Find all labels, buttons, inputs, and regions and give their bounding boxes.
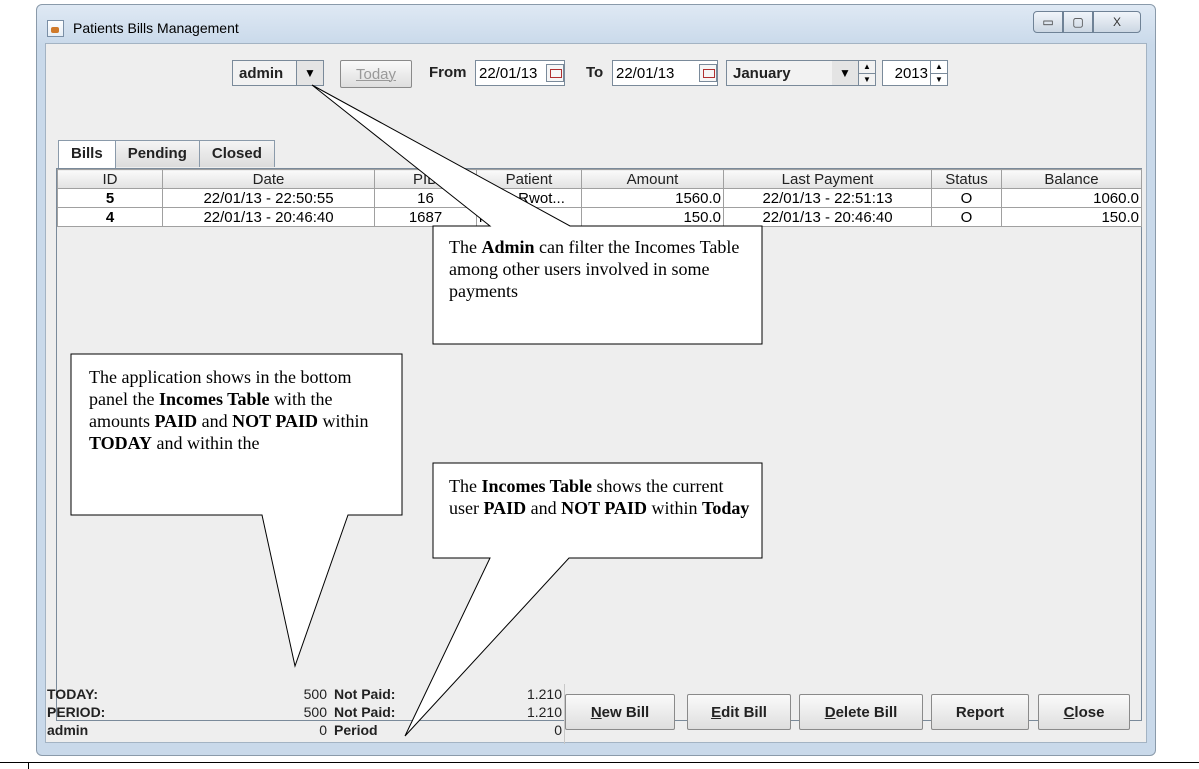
summary-not-paid: 0 [554, 722, 562, 738]
from-date-value: 22/01/13 [479, 64, 538, 82]
cell-status: O [931, 207, 1002, 227]
spin-down-icon[interactable]: ▼ [935, 74, 943, 84]
spin-down-icon[interactable]: ▼ [863, 74, 871, 84]
to-label: To [586, 64, 604, 81]
cell-amount: 1560.0 [581, 188, 724, 208]
to-date-field[interactable]: 22/01/13 [612, 60, 718, 86]
close-button[interactable]: Close [1038, 694, 1130, 730]
page-bottom-rule [0, 762, 1199, 763]
edit-bill-button[interactable]: Edit Bill [687, 694, 791, 730]
today-button[interactable]: Today [340, 60, 412, 88]
column-header[interactable]: Patient [476, 169, 582, 189]
column-header[interactable]: Status [931, 169, 1002, 189]
summary-label: TODAY: [47, 686, 99, 702]
maximize-icon: ▢ [1072, 15, 1084, 29]
to-date-value: 22/01/13 [616, 64, 675, 82]
page-tick-mark [28, 762, 29, 769]
summary-paid: 0 [319, 722, 327, 738]
cell-patient: Brian Rwot... [476, 188, 582, 208]
user-select-value: admin [239, 64, 284, 82]
column-header[interactable]: Last Payment [723, 169, 932, 189]
summary-label: admin [47, 722, 89, 738]
close-window-button[interactable]: X [1093, 11, 1141, 33]
maximize-button[interactable]: ▢ [1063, 11, 1093, 33]
column-header[interactable]: Amount [581, 169, 724, 189]
column-header[interactable]: Date [162, 169, 375, 189]
summary-row: PERIOD: 500 Not Paid: 1.210 [47, 704, 567, 722]
year-spin-buttons[interactable]: ▲▼ [930, 61, 947, 85]
spin-up-icon[interactable]: ▲ [931, 61, 947, 74]
cell-last-payment: 22/01/13 - 22:51:13 [723, 188, 932, 208]
bottom-callout-text: The application shows in the bottom pane… [89, 367, 369, 453]
spin-up-icon[interactable]: ▲ [859, 61, 875, 74]
column-header[interactable]: ID [57, 169, 163, 189]
from-date-field[interactable]: 22/01/13 [475, 60, 565, 86]
summary-not-paid: 1.210 [526, 704, 562, 720]
user-select[interactable]: admin ▼ [232, 60, 324, 86]
cell-id: 5 [57, 188, 163, 208]
cell-last-payment: 22/01/13 - 20:46:40 [723, 207, 932, 227]
month-select[interactable]: January ▼ ▲▼ [726, 60, 876, 86]
summary-row: TODAY: 500 Not Paid: 1.210 [47, 686, 567, 704]
report-label: Report [955, 703, 1005, 721]
close-label: Close [1063, 703, 1105, 721]
cell-status: O [931, 188, 1002, 208]
report-button[interactable]: Report [931, 694, 1029, 730]
minimize-icon: ▭ [1042, 15, 1054, 29]
cell-pid: 1687 [374, 207, 477, 227]
column-header[interactable]: PID [374, 169, 477, 189]
summary-not-paid: 1.210 [526, 686, 562, 702]
cell-balance: 1060.0 [1001, 188, 1142, 208]
delete-bill-button[interactable]: Delete Bill [799, 694, 923, 730]
admin-callout-text: The Admin can filter the Incomes Table a… [449, 237, 740, 301]
close-icon: X [1112, 15, 1121, 29]
year-spinner[interactable]: 2013 ▲▼ [882, 60, 948, 86]
today-button-label: Today [355, 65, 397, 83]
cell-amount: 150.0 [581, 207, 724, 227]
month-spinner[interactable]: ▲▼ [858, 61, 875, 85]
calendar-icon[interactable] [546, 64, 564, 82]
summary-paid: 500 [303, 686, 327, 702]
tab-bills[interactable]: Bills [58, 140, 116, 170]
cell-patient: ian Owor... [476, 207, 582, 227]
cell-balance: 150.0 [1001, 207, 1142, 227]
tab-closed[interactable]: Closed [198, 140, 275, 167]
year-value: 2013 [894, 64, 928, 82]
minimize-button[interactable]: ▭ [1033, 11, 1063, 33]
new-bill-label: New Bill [590, 703, 650, 721]
window-title: Patients Bills Management [73, 20, 239, 36]
summary-mid-label: Not Paid: [334, 704, 396, 720]
calendar-icon[interactable] [699, 64, 717, 82]
summary-mid-label: Not Paid: [334, 686, 396, 702]
column-header[interactable]: Balance [1001, 169, 1142, 189]
summary-label: PERIOD: [47, 704, 106, 720]
cell-pid: 16 [374, 188, 477, 208]
title-bar[interactable]: Patients Bills Management ▭ ▢ X [37, 5, 1155, 45]
cell-date: 22/01/13 - 22:50:55 [162, 188, 375, 208]
from-label: From [429, 64, 467, 81]
new-bill-button[interactable]: New Bill [565, 694, 675, 730]
summary-paid: 500 [303, 704, 327, 720]
cell-id: 4 [57, 207, 163, 227]
tab-pending[interactable]: Pending [114, 140, 200, 167]
delete-bill-label: Delete Bill [824, 703, 898, 721]
cell-date: 22/01/13 - 20:46:40 [162, 207, 375, 227]
chevron-down-icon[interactable]: ▼ [832, 61, 858, 85]
month-select-value: January [733, 64, 791, 82]
java-app-icon [47, 20, 64, 37]
summary-row: admin 0 Period 0 [47, 722, 567, 740]
edit-bill-label: Edit Bill [711, 703, 767, 721]
chevron-down-icon[interactable]: ▼ [296, 61, 323, 85]
incomes-callout-text: The Incomes Table shows the current user… [449, 476, 750, 518]
summary-mid-label: Period [334, 722, 378, 738]
